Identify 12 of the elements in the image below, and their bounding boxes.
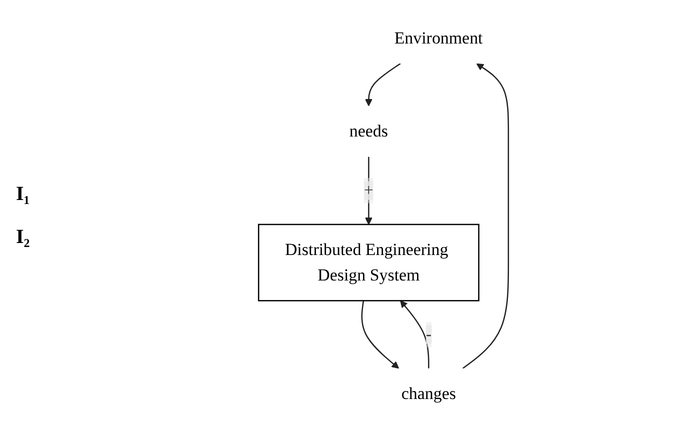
arrow	[364, 63, 401, 106]
node-text: changes	[401, 384, 456, 404]
interface-label: I₁	[16, 183, 31, 206]
node-box: Distributed Engineering Design System	[258, 224, 480, 302]
node-text: needs	[349, 122, 388, 141]
edge-label: +	[364, 181, 374, 200]
arrow	[361, 300, 400, 369]
edge-label: -	[426, 325, 432, 344]
arrow	[400, 300, 430, 368]
arrow	[462, 63, 510, 369]
node-text: Environment	[394, 28, 483, 48]
interface-label: I₂	[16, 226, 31, 249]
